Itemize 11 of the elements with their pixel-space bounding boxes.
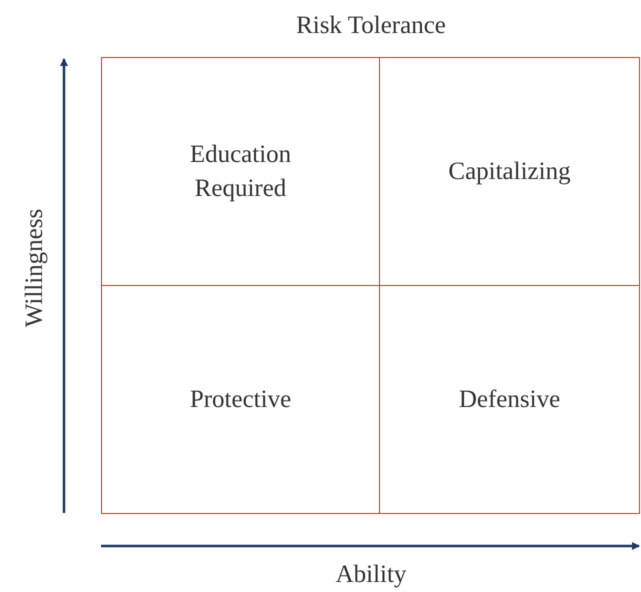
- quadrant-label: Education Required: [188, 140, 292, 204]
- axis-label: Willingness: [20, 208, 49, 328]
- quadrant-label: Defensive: [458, 384, 562, 414]
- chart-title: Risk Tolerance: [295, 11, 447, 41]
- quadrant-cell: [379, 285, 640, 514]
- quadrant-cell: [379, 57, 640, 286]
- quadrant-cell: [101, 57, 380, 286]
- quadrant-label: Protective: [188, 384, 292, 414]
- axis-label: Ability: [334, 560, 408, 590]
- quadrant-cell: [101, 285, 380, 514]
- quadrant-label: Capitalizing: [447, 156, 572, 186]
